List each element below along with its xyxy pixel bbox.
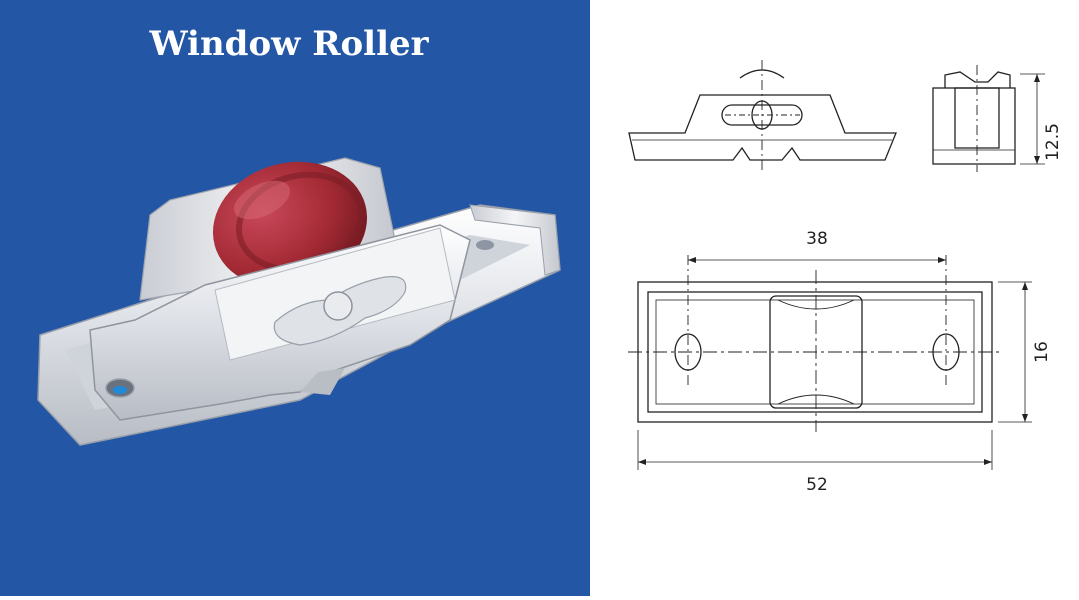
front-view [628, 60, 897, 170]
front-notch [300, 368, 345, 395]
side-view [932, 65, 1045, 172]
right-end-wall [469, 204, 561, 276]
roller-photo [37, 157, 561, 446]
plan-view [628, 255, 1032, 470]
mounting-hole-right [476, 240, 494, 250]
width-dimension: 16 [1032, 341, 1052, 363]
hole-spacing-dimension: 38 [806, 229, 828, 249]
height-dimension: 12.5 [1043, 123, 1063, 161]
technical-drawing: 12.5 38 16 52 [628, 60, 1063, 495]
wheel-highlight [233, 180, 291, 220]
axle-pin [323, 291, 353, 321]
length-dimension: 52 [806, 475, 828, 495]
product-photo-panel: Window Roller [0, 0, 590, 596]
product-title: Window Roller [149, 24, 429, 64]
